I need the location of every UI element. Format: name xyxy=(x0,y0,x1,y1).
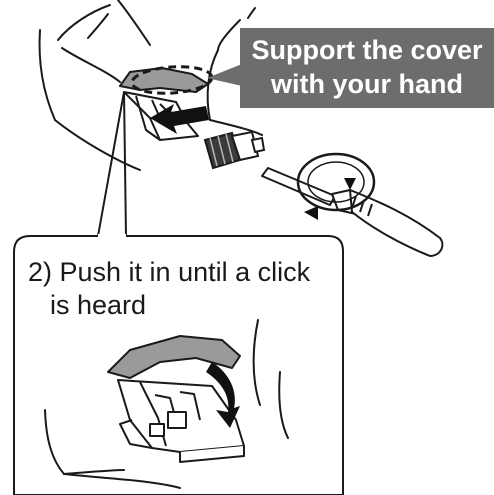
step-text-line-1: 2) Push it in until a click xyxy=(28,257,311,287)
rotation-arrow xyxy=(298,154,374,210)
callout-line-1: Support the cover xyxy=(251,35,483,65)
step-text-line-2: is heard xyxy=(50,290,146,320)
connector-plug xyxy=(205,132,264,168)
rotation-arrowhead-lower xyxy=(304,206,318,220)
rotation-arrowhead-upper xyxy=(344,178,356,190)
callout-line-2: with your hand xyxy=(270,69,463,99)
zoom-leader-lines xyxy=(98,92,126,236)
